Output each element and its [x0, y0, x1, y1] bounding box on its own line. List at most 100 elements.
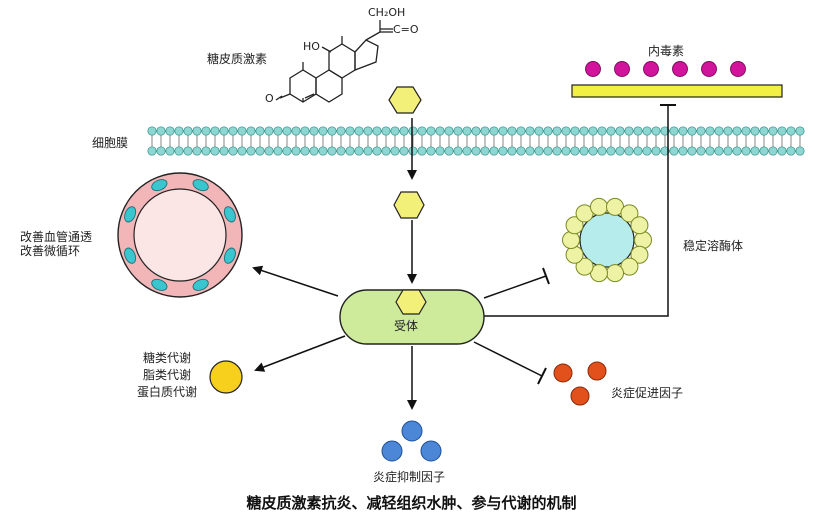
- lipid-head: [489, 146, 499, 156]
- lipid-head: [543, 146, 553, 156]
- lipid-head: [669, 146, 679, 156]
- nucleus: [151, 179, 168, 192]
- lipid-head: [561, 146, 571, 156]
- lipid-head: [147, 146, 157, 156]
- lipid-head: [705, 146, 715, 156]
- lipid-head: [264, 146, 274, 156]
- lysosome-inhibition-bar: [542, 267, 550, 285]
- lipid-head: [219, 126, 229, 136]
- lipid-head: [210, 146, 220, 156]
- lipid-head: [552, 146, 562, 156]
- promote-factor-label: 炎症促进因子: [611, 386, 684, 400]
- lipid-head: [525, 126, 535, 136]
- nucleus: [124, 206, 137, 223]
- lipid-head: [408, 146, 418, 156]
- lipid-head: [741, 126, 751, 136]
- hormone-molecule-outside: [388, 86, 422, 114]
- membrane-label: 细胞膜: [92, 136, 129, 150]
- lipid-head: [660, 126, 670, 136]
- lysosome-lipid: [606, 264, 625, 283]
- arrow-to-vessel: [252, 265, 339, 297]
- lysosome-lipid: [565, 245, 584, 264]
- lipid-head: [534, 146, 544, 156]
- lipid-head: [768, 126, 778, 136]
- lipid-head: [363, 146, 373, 156]
- lipid-head: [273, 146, 283, 156]
- lipid-head: [687, 126, 697, 136]
- lipid-head: [381, 146, 391, 156]
- lipid-head: [489, 126, 499, 136]
- lipid-head: [336, 126, 346, 136]
- lipid-head: [498, 126, 508, 136]
- lipid-head: [327, 146, 337, 156]
- lipid-head: [759, 146, 769, 156]
- membrane: [147, 126, 805, 156]
- lipid-head: [165, 146, 175, 156]
- lipid-head: [309, 126, 319, 136]
- lipid-head: [624, 146, 634, 156]
- lipid-head: [570, 126, 580, 136]
- lysosome-lipid: [589, 197, 608, 216]
- lipid-head: [768, 146, 778, 156]
- lipid-head: [642, 126, 652, 136]
- lipid-head: [435, 146, 445, 156]
- lipid-head: [345, 146, 355, 156]
- endotoxin-dot: [614, 61, 630, 77]
- vascular-label: 改善血管通透 改善微循环: [20, 230, 92, 258]
- struct-carbonyl: C=O: [393, 23, 419, 36]
- lipid-head: [372, 126, 382, 136]
- lipid-head: [777, 146, 787, 156]
- lipid-head: [777, 126, 787, 136]
- endotoxin-dot: [672, 61, 688, 77]
- lipid-head: [552, 126, 562, 136]
- lipid-head: [615, 146, 625, 156]
- nucleus: [124, 247, 137, 264]
- lipid-head: [435, 126, 445, 136]
- lipid-head: [417, 146, 427, 156]
- endotoxin-label: 内毒素: [648, 44, 685, 58]
- lipid-head: [759, 126, 769, 136]
- lipid-head: [597, 126, 607, 136]
- lipid-head: [237, 126, 247, 136]
- lipid-head: [174, 126, 184, 136]
- lysosome-lipid: [620, 204, 639, 223]
- vessel-cross-section: [117, 172, 243, 298]
- lipid-head: [147, 126, 157, 136]
- lipid-head: [687, 146, 697, 156]
- lysosome-label: 稳定溶酶体: [683, 239, 744, 253]
- lipid-head: [588, 146, 598, 156]
- lysosome: [562, 197, 652, 283]
- nucleus: [223, 206, 236, 223]
- lipid-head: [714, 126, 724, 136]
- lipid-head: [786, 146, 796, 156]
- lipid-head: [633, 126, 643, 136]
- struct-oxo: O: [265, 92, 274, 105]
- lipid-head: [183, 126, 193, 136]
- endotoxin-dot: [730, 61, 746, 77]
- promote-inhibition-bar: [537, 367, 547, 385]
- lipid-head: [201, 126, 211, 136]
- lipid-head: [264, 126, 274, 136]
- lipid-head: [390, 126, 400, 136]
- lipid-head: [372, 146, 382, 156]
- lipid-head: [354, 146, 364, 156]
- lipid-head: [381, 126, 391, 136]
- vascular-label-line: 改善血管通透: [20, 230, 93, 244]
- endotoxin-dot: [643, 61, 659, 77]
- lipid-head: [570, 146, 580, 156]
- lipid-head: [525, 146, 535, 156]
- lipid-head: [444, 126, 454, 136]
- lipid-head: [453, 126, 463, 136]
- lysosome-inhibition-line: [483, 275, 547, 299]
- lipid-head: [192, 146, 202, 156]
- lipid-head: [723, 146, 733, 156]
- lipid-head: [291, 126, 301, 136]
- lipid-head: [651, 126, 661, 136]
- lipid-head: [300, 126, 310, 136]
- endotoxin-bar: [571, 84, 783, 98]
- metabolism-circle: [209, 360, 243, 394]
- lipid-head: [597, 146, 607, 156]
- lipid-head: [327, 126, 337, 136]
- lipid-head: [390, 146, 400, 156]
